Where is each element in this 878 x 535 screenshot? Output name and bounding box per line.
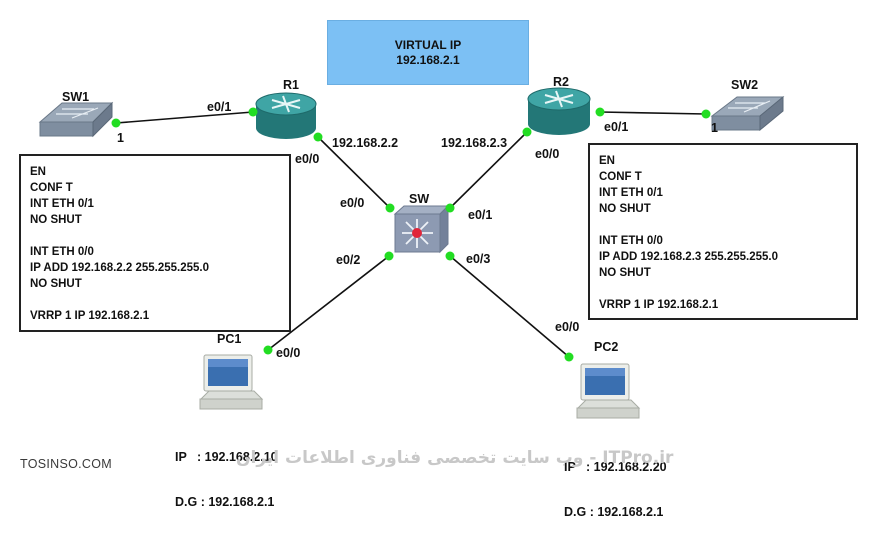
pc1-ip: IP : 192.168.2.10 <box>175 450 278 464</box>
port-label-sw1-1: 1 <box>117 131 124 145</box>
pc2-label: PC2 <box>594 340 618 354</box>
port-dot-sw1-1 <box>111 118 121 128</box>
link-sw1-r1 <box>115 111 254 124</box>
port-dot-sw-e00 <box>385 203 395 213</box>
port-label-r2-e01: e0/1 <box>604 120 628 134</box>
port-label-r1-e01: e0/1 <box>207 100 231 114</box>
port-dot-r2-e00 <box>522 127 532 137</box>
config-line <box>599 217 856 233</box>
config-line: INT ETH 0/1 <box>599 187 663 199</box>
config-line: NO SHUT <box>599 203 651 215</box>
virtual-ip-title: VIRTUAL IP <box>394 38 462 52</box>
port-label-sw-e00: e0/0 <box>340 196 364 210</box>
link-r2-sw2 <box>599 111 707 115</box>
config-line: INT ETH 0/0 <box>30 246 94 258</box>
port-label-sw-e02: e0/2 <box>336 253 360 267</box>
port-dot-sw-e01 <box>445 203 455 213</box>
switch-sw2-icon[interactable] <box>710 95 785 132</box>
port-label-sw-e01: e0/1 <box>468 208 492 222</box>
config-line: EN <box>30 166 46 178</box>
config-line: CONF T <box>599 171 642 183</box>
pc1-gateway: D.G : 192.168.2.1 <box>175 495 275 509</box>
r2-config-box: EN CONF T INT ETH 0/1 NO SHUT INT ETH 0/… <box>588 143 858 320</box>
switch-sw1-icon[interactable] <box>38 101 114 138</box>
r2-label: R2 <box>553 75 569 89</box>
router-r2-icon[interactable] <box>527 87 591 135</box>
watermark-right: ITPro.ir - وب سایت تخصصی فناوری اطلاعات … <box>236 448 674 468</box>
router-r1-icon[interactable] <box>255 92 317 139</box>
pc2-gateway: D.G : 192.168.2.1 <box>564 505 664 519</box>
config-line: IP ADD 192.168.2.2 255.255.255.0 <box>30 262 210 274</box>
sw2-label: SW2 <box>731 78 758 92</box>
pc2-icon[interactable] <box>576 363 641 419</box>
config-line: CONF T <box>30 182 73 194</box>
port-label-r2-e00: e0/0 <box>535 147 559 161</box>
r1-config-box: EN CONF T INT ETH 0/1 NO SHUT INT ETH 0/… <box>19 154 291 332</box>
port-dot-r1-e01 <box>248 107 258 117</box>
config-line: VRRP 1 IP 192.168.2.1 <box>599 299 719 311</box>
config-line <box>599 281 856 297</box>
link-sw-pc1 <box>267 255 390 351</box>
config-line: NO SHUT <box>599 267 651 279</box>
link-sw-pc2 <box>449 255 570 358</box>
ip-label-r1: 192.168.2.2 <box>332 136 398 150</box>
config-line: IP ADD 192.168.2.3 255.255.255.0 <box>599 251 779 263</box>
pc1-info: IP : 192.168.2.10 D.G : 192.168.2.1 <box>175 420 278 525</box>
virtual-ip-address: 192.168.2.1 <box>396 53 460 67</box>
pc1-label: PC1 <box>217 332 241 346</box>
link-r2-sw <box>449 131 528 209</box>
pc2-info: IP : 192.168.2.20 D.G : 192.168.2.1 <box>564 430 667 535</box>
network-topology-diagram: SW1 SW2 R1 R2 SW PC1 <box>38 75 785 419</box>
config-line: EN <box>599 155 615 167</box>
config-line <box>30 292 289 308</box>
port-dot-sw2-1 <box>701 109 711 119</box>
port-dots <box>111 107 711 362</box>
port-dot-r2-e01 <box>595 107 605 117</box>
config-line: NO SHUT <box>30 278 82 290</box>
port-label-r1-e00: e0/0 <box>295 152 319 166</box>
config-line: VRRP 1 IP 192.168.2.1 <box>30 310 150 322</box>
switch-sw-icon[interactable] <box>393 204 450 254</box>
port-dot-pc2-e00 <box>564 352 574 362</box>
pc2-ip: IP : 192.168.2.20 <box>564 460 667 474</box>
ip-label-r2: 192.168.2.3 <box>441 136 507 150</box>
link-r1-sw <box>317 136 391 209</box>
port-dot-sw-e03 <box>445 251 455 261</box>
sw-label: SW <box>409 192 429 206</box>
port-label-sw2-1: 1 <box>711 121 718 135</box>
pc1-icon[interactable] <box>199 354 264 410</box>
sw1-label: SW1 <box>62 90 89 104</box>
r1-label: R1 <box>283 78 299 92</box>
port-label-sw-e03: e0/3 <box>466 252 490 266</box>
port-label-pc1-e00: e0/0 <box>276 346 300 360</box>
virtual-ip-box: VIRTUAL IP 192.168.2.1 <box>327 20 529 85</box>
port-dot-pc1-e00 <box>263 345 273 355</box>
config-line: INT ETH 0/0 <box>599 235 663 247</box>
port-label-pc2-e00: e0/0 <box>555 320 579 334</box>
links <box>115 111 707 358</box>
port-dot-r1-e00 <box>313 132 323 142</box>
port-dot-sw-e02 <box>384 251 394 261</box>
config-line: INT ETH 0/1 <box>30 198 94 210</box>
watermark-left: TOSINSO.COM <box>20 457 112 471</box>
config-line <box>30 228 289 244</box>
config-line: NO SHUT <box>30 214 82 226</box>
